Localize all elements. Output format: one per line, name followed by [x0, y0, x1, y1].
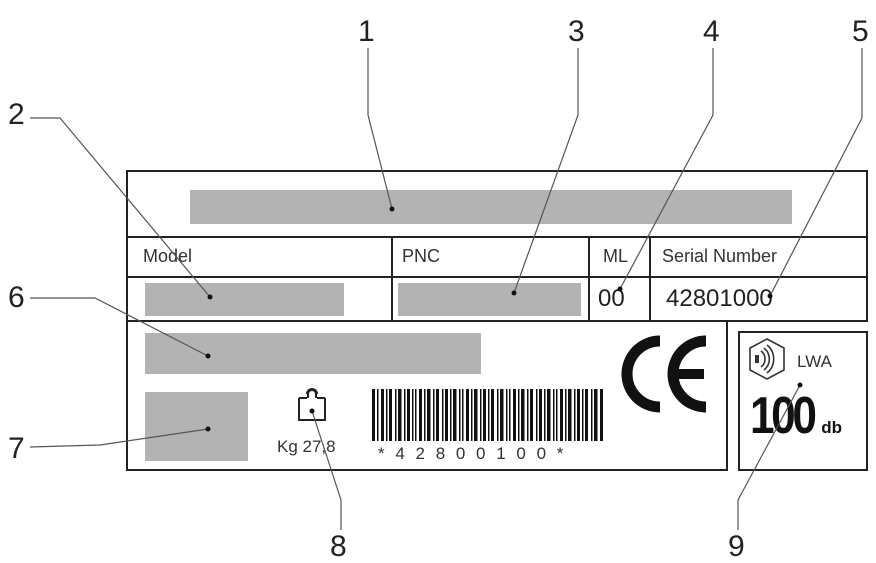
divider-pnc-ml — [588, 236, 590, 321]
serial-number-header: Serial Number — [662, 246, 778, 266]
ce-mark-icon — [621, 335, 707, 413]
sound-power-icon — [749, 338, 785, 380]
model-field — [145, 283, 344, 316]
callout-7: 7 — [8, 432, 25, 465]
divider-ml-serial — [649, 236, 651, 321]
callout-5: 5 — [852, 15, 869, 48]
model-header: Model — [143, 246, 193, 266]
noise-label: LWA — [797, 352, 832, 371]
pnc-field — [398, 283, 581, 316]
divider-header-row — [126, 276, 868, 278]
technical-data-field — [145, 333, 481, 374]
divider-title-row — [126, 236, 868, 238]
serial-number-value: 42801000 — [666, 285, 773, 312]
callout-9: 9 — [728, 530, 745, 563]
callout-6: 6 — [8, 281, 25, 314]
callout-1: 1 — [358, 15, 375, 48]
weight-label: Kg 27,8 — [277, 437, 336, 456]
weight-icon — [298, 388, 326, 421]
noise-value: 100 db — [750, 386, 850, 446]
barcode-text: * 4 2 8 0 0 1 0 0 * — [378, 444, 567, 463]
ml-value: 00 — [598, 285, 625, 312]
barcode — [372, 389, 604, 441]
product-name-field — [190, 190, 792, 224]
callout-8: 8 — [330, 530, 347, 563]
pnc-header: PNC — [402, 246, 441, 266]
plate-bottom-frame — [126, 320, 728, 471]
approval-marks-field — [145, 392, 248, 461]
callout-2: 2 — [8, 98, 25, 131]
noise-value-number: 100 — [750, 387, 817, 445]
noise-value-unit: db — [821, 418, 842, 437]
divider-model-pnc — [391, 236, 393, 321]
callout-3: 3 — [568, 15, 585, 48]
ml-header: ML — [603, 246, 629, 266]
callout-4: 4 — [703, 15, 720, 48]
